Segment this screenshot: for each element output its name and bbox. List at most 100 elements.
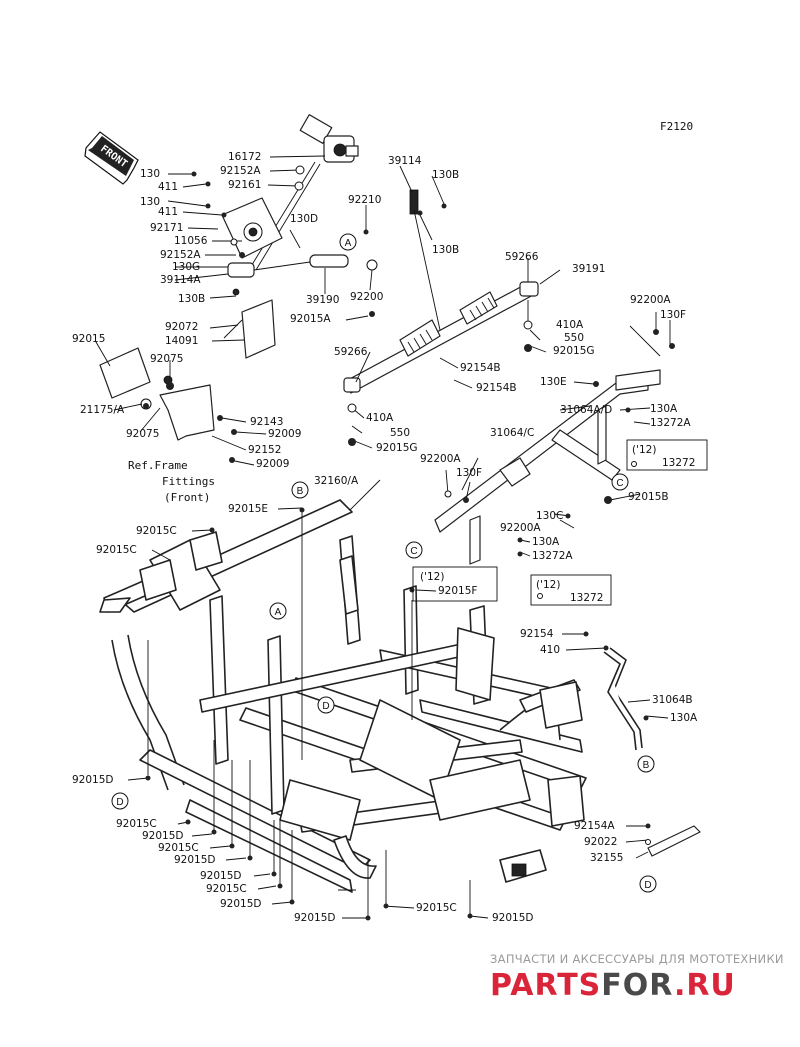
part-label: 92015B — [628, 491, 669, 503]
part-label: 92015C — [206, 883, 247, 895]
svg-text:B: B — [643, 760, 650, 771]
part-label: 92154B — [460, 362, 501, 374]
part-label: ('12) — [536, 579, 560, 591]
part-label: 14091 — [165, 335, 198, 347]
ref-frame-note: Ref.Frame Fittings (Front) — [128, 459, 215, 504]
part-label: 39114 — [388, 155, 422, 167]
part-label: 31064B — [652, 694, 693, 706]
part-label: 130F — [456, 467, 482, 479]
ref-frame-bracket — [99, 347, 215, 441]
callout-d-2: D — [111, 792, 129, 810]
svg-text:A: A — [345, 238, 352, 249]
part-label: 410A — [366, 412, 394, 424]
part-label: 31064A/D — [560, 404, 612, 416]
part-label: 92171 — [150, 222, 183, 234]
part-label: 550 — [564, 332, 584, 344]
part-label: 32160/A — [314, 475, 359, 487]
part-label: 92009 — [268, 428, 301, 440]
part-label: 92015C — [136, 525, 177, 537]
part-label: 31064/C — [490, 427, 534, 439]
part-label: 92015C — [116, 818, 157, 830]
part-label: ('12) — [420, 571, 444, 583]
part-label: 92154A — [574, 820, 615, 832]
diagram-code: F2120 — [660, 120, 693, 133]
main-frame — [99, 499, 587, 893]
part-label: 39190 — [306, 294, 339, 306]
svg-text:D: D — [322, 701, 329, 712]
svg-text:D: D — [116, 797, 123, 808]
strap-32155 — [647, 825, 701, 857]
part-label: 92072 — [165, 321, 198, 333]
part-label: 92015A — [290, 313, 331, 325]
part-label: 21175/A — [80, 404, 125, 416]
watermark: ЗАПЧАСТИ И АКСЕССУАРЫ ДЛЯ МОТОТЕХНИКИ PA… — [490, 952, 784, 1003]
part-label: 92143 — [250, 416, 283, 428]
part-label: 39114A — [160, 274, 201, 286]
part-label: 92152A — [160, 249, 201, 261]
callout-b-2: B — [637, 755, 655, 773]
callout-d-1: D — [317, 696, 335, 714]
part-label: 130B — [432, 169, 459, 181]
part-label: 92210 — [348, 194, 381, 206]
part-label: 92015D — [200, 870, 242, 882]
year-note-box-3 — [530, 574, 612, 606]
part-label: 92075 — [150, 353, 183, 365]
part-label: 92015D — [174, 854, 216, 866]
part-label: 59266 — [505, 251, 539, 263]
part-label: 92015E — [228, 503, 268, 515]
part-label: 92015C — [416, 902, 457, 914]
svg-text:(Front): (Front) — [164, 491, 210, 504]
steering-rack — [343, 189, 539, 394]
part-label: 92015 — [72, 333, 105, 345]
part-label: 92015G — [553, 345, 595, 357]
part-label: 32155 — [590, 852, 623, 864]
part-label: 130C — [536, 510, 563, 522]
part-label: 13272A — [650, 417, 691, 429]
steering-motor-unit — [249, 114, 359, 271]
part-label: 92152A — [220, 165, 261, 177]
part-label: 92075 — [126, 428, 159, 440]
part-label: 92015F — [438, 585, 477, 597]
part-label: 92015D — [142, 830, 184, 842]
callout-c-1: C — [611, 473, 629, 491]
part-label: 130B — [178, 293, 205, 305]
mount-bracket — [221, 197, 283, 259]
part-label: 410 — [540, 644, 560, 656]
svg-text:B: B — [297, 486, 304, 497]
part-label: 92200A — [420, 453, 461, 465]
part-label: 92154 — [520, 628, 554, 640]
part-label: 130B — [432, 244, 459, 256]
callout-a-1: A — [339, 233, 357, 251]
part-label: 13272 — [662, 457, 695, 469]
svg-text:C: C — [410, 546, 417, 557]
front-arrow-icon: FRONT — [84, 131, 139, 185]
part-label: 92015G — [376, 442, 418, 454]
svg-text:Fittings: Fittings — [162, 475, 215, 488]
front-cross-member — [434, 369, 661, 565]
part-label: 92009 — [256, 458, 289, 470]
part-label: 130 — [140, 168, 160, 180]
part-label: 550 — [390, 427, 410, 439]
part-label: 130E — [540, 376, 567, 388]
part-label: 92015C — [96, 544, 137, 556]
part-label: 92200 — [350, 291, 383, 303]
year-note-box-2 — [412, 566, 498, 602]
part-label: 92200A — [500, 522, 541, 534]
part-label: ('12) — [632, 444, 656, 456]
part-label: 39191 — [572, 263, 605, 275]
leader-lines — [95, 155, 671, 919]
part-label: 92022 — [584, 836, 617, 848]
part-label: 92154B — [476, 382, 517, 394]
watermark-tagline: ЗАПЧАСТИ И АКСЕССУАРЫ ДЛЯ МОТОТЕХНИКИ — [490, 952, 784, 966]
part-label: 92015D — [72, 774, 114, 786]
part-label: 16172 — [228, 151, 261, 163]
svg-text:D: D — [644, 880, 651, 891]
part-label: 92015C — [158, 842, 199, 854]
part-label: 92015D — [492, 912, 534, 924]
svg-text:C: C — [616, 478, 623, 489]
ecu-module — [223, 299, 276, 359]
part-label: 59266 — [334, 346, 368, 358]
part-label: 130A — [670, 712, 698, 724]
watermark-brand-logo: PARTSFOR.RU — [490, 968, 736, 1003]
part-label: 13272A — [532, 550, 573, 562]
